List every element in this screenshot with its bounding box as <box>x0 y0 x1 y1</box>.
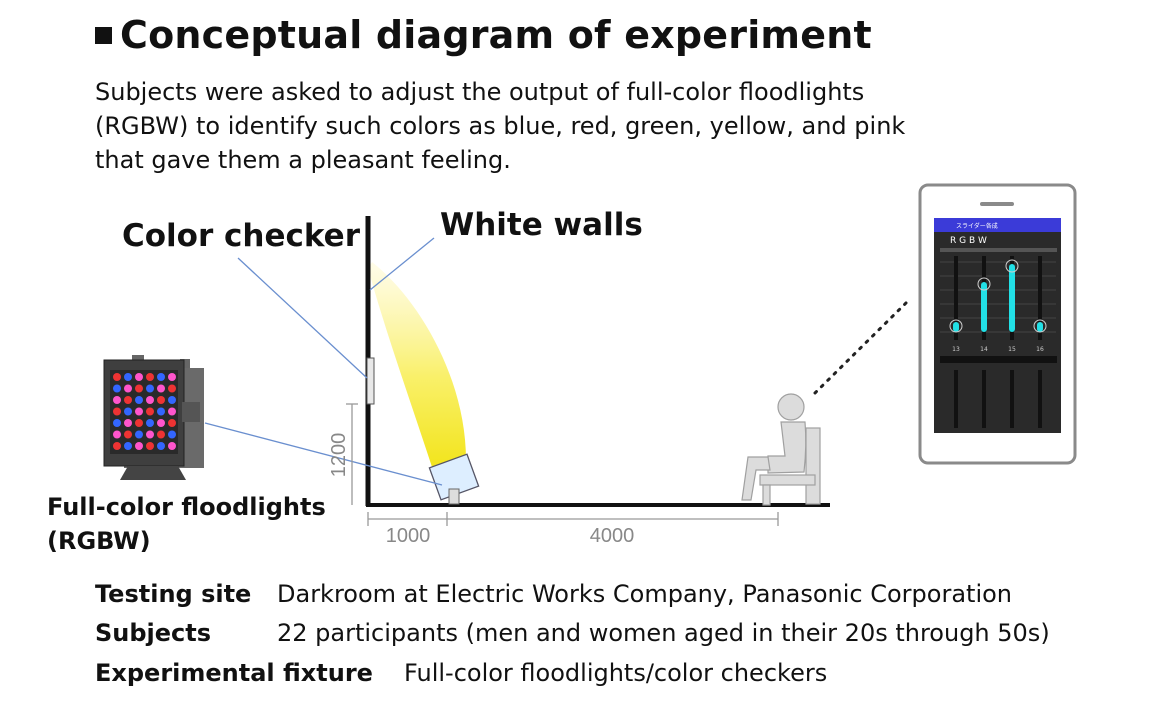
led-dot <box>168 419 176 427</box>
square-bullet-icon <box>95 26 112 44</box>
led-dot <box>146 407 154 416</box>
led-dot <box>135 396 143 404</box>
floodlight-leader <box>204 422 443 486</box>
light-beam <box>368 262 466 470</box>
white-walls-leader <box>369 237 435 291</box>
floor-dimensions <box>367 512 779 526</box>
led-dot <box>113 396 121 404</box>
led-dot <box>135 419 143 427</box>
led-dot <box>146 373 154 381</box>
led-dot <box>113 373 121 381</box>
floodlight-label-line1: Full-color floodlights <box>47 493 326 521</box>
info-value: 22 participants (men and women aged in t… <box>277 619 1050 647</box>
led-dot <box>157 384 165 393</box>
led-dot <box>168 396 176 404</box>
led-dot <box>124 373 132 381</box>
led-dot <box>157 373 165 381</box>
info-value: Full-color floodlights/color checkers <box>404 659 828 687</box>
seated-subject-icon <box>741 393 821 506</box>
led-dot <box>113 384 121 393</box>
led-dot <box>113 407 121 416</box>
led-dot <box>168 430 176 439</box>
intro-paragraph: Subjects were asked to adjust the output… <box>95 78 906 174</box>
tablet-channel-14: 14 <box>980 346 988 353</box>
led-dot <box>168 373 176 381</box>
tablet-app-title: スライダー各成 <box>956 222 998 230</box>
page-title: Conceptual diagram of experiment <box>120 13 872 57</box>
led-dot <box>124 396 132 404</box>
info-row-testing-site: Testing site Darkroom at Electric Works … <box>95 580 1012 608</box>
led-dot <box>113 442 121 450</box>
height-dimension-label: 1200 <box>328 433 350 478</box>
color-checker-label: Color checker <box>122 218 360 254</box>
info-row-subjects: Subjects 22 participants (men and women … <box>95 619 1050 647</box>
led-dot <box>168 384 176 393</box>
white-walls-label: White walls <box>440 207 643 243</box>
info-key: Subjects <box>95 619 212 647</box>
tablet-mode-label: R G B W <box>950 236 987 246</box>
color-checker-leader <box>237 257 368 379</box>
led-dot <box>124 407 132 416</box>
info-key: Testing site <box>95 580 252 608</box>
led-dot <box>146 384 154 393</box>
color-checker-panel <box>366 357 375 405</box>
led-dot <box>146 419 154 427</box>
led-dot <box>146 396 154 404</box>
floodlight-label-line2: (RGBW) <box>47 527 151 555</box>
led-dot <box>157 442 165 450</box>
height-dimension <box>346 403 358 505</box>
led-dot <box>146 430 154 439</box>
led-dot <box>157 430 165 439</box>
wall-distance-label: 1000 <box>386 525 431 547</box>
info-value: Darkroom at Electric Works Company, Pana… <box>277 580 1012 608</box>
tablet-channel-16: 16 <box>1036 346 1044 353</box>
led-dot <box>157 419 165 427</box>
led-dot <box>124 442 132 450</box>
page-heading: Conceptual diagram of experiment <box>95 10 872 60</box>
led-dot <box>135 430 143 439</box>
floodlight-product-icon <box>103 355 204 480</box>
subject-distance-label: 4000 <box>590 525 635 547</box>
led-dot <box>124 430 132 439</box>
led-dot <box>124 419 132 427</box>
led-dot <box>168 407 176 416</box>
dotted-connector <box>813 300 909 395</box>
led-dot <box>157 396 165 404</box>
tablet-channel-13: 13 <box>952 346 960 353</box>
floodlight-stand <box>448 488 460 505</box>
led-dot <box>135 442 143 450</box>
info-key: Experimental fixture <box>95 659 373 687</box>
led-dot <box>168 442 176 450</box>
led-dot <box>135 407 143 416</box>
led-dot <box>157 407 165 416</box>
led-dot <box>135 373 143 381</box>
led-dot <box>113 419 121 427</box>
tablet-controller: スライダー各成 R G B W 13 <box>918 183 1077 465</box>
led-dot <box>135 384 143 393</box>
led-dot <box>113 430 121 439</box>
led-dot <box>146 442 154 450</box>
led-dot <box>124 384 132 393</box>
tablet-channel-15: 15 <box>1008 346 1016 353</box>
info-row-fixture: Experimental fixture Full-color floodlig… <box>95 659 827 687</box>
